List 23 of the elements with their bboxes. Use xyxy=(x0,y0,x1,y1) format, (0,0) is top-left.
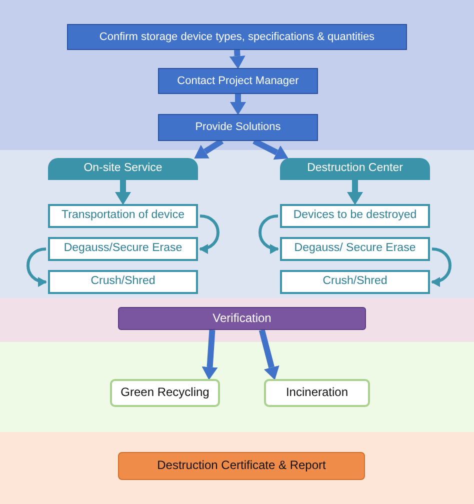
process-box: Confirm storage device types, specifications & quantities xyxy=(67,24,407,50)
process-box: Destruction Certificate & Report xyxy=(118,452,365,480)
arrow xyxy=(258,329,280,380)
process-box: Degauss/ Secure Erase xyxy=(280,237,430,261)
curved-arrow xyxy=(431,248,452,286)
curved-arrow xyxy=(26,248,47,286)
process-box: Devices to be destroyed xyxy=(280,204,430,228)
process-box: Provide Solutions xyxy=(158,114,318,141)
process-box: Transportation of device xyxy=(48,204,198,228)
outcome-box: Green Recycling xyxy=(110,379,220,407)
process-box: Crush/Shred xyxy=(48,270,198,294)
section-header: On-site Service xyxy=(48,158,198,180)
arrow xyxy=(229,50,246,69)
process-box: Verification xyxy=(118,307,366,330)
process-box: Crush/Shred xyxy=(280,270,430,294)
outcome-box: Incineration xyxy=(264,379,370,407)
section-header: Destruction Center xyxy=(280,158,430,180)
process-box: Contact Project Manager xyxy=(158,68,318,94)
arrow xyxy=(347,180,363,205)
process-box: Degauss/Secure Erase xyxy=(48,237,198,261)
arrow xyxy=(202,330,218,380)
arrow xyxy=(115,180,131,205)
arrow xyxy=(230,94,246,115)
